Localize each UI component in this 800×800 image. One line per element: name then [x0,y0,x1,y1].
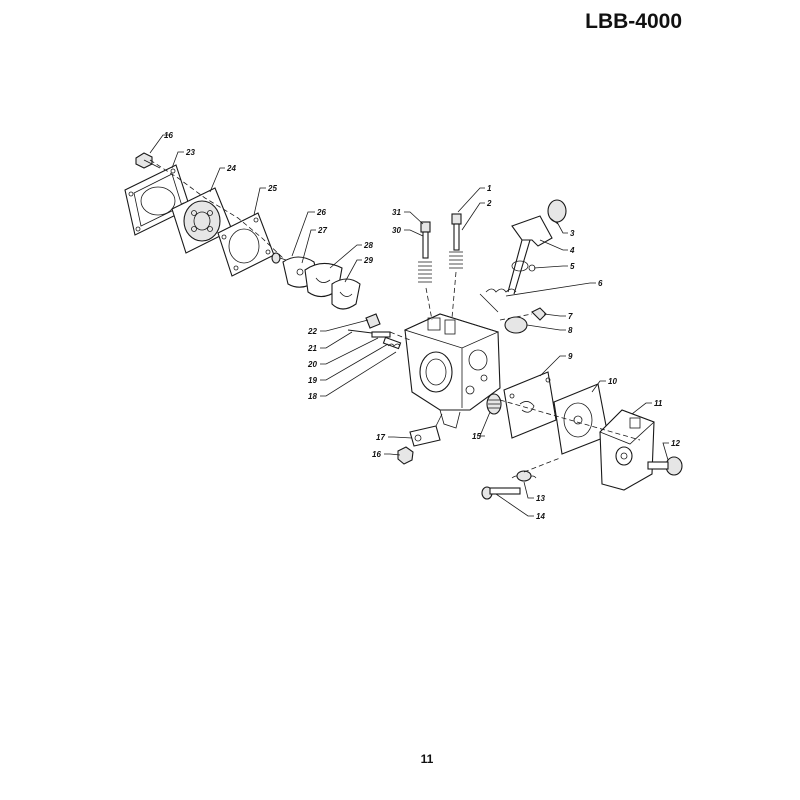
page-number: 11 [420,752,434,766]
part-13-adjust-spring [511,470,537,482]
part-11-metering-cover [599,409,655,491]
part-24-pump-diaphragm [171,187,233,254]
callout-labels: 16 23 24 25 26 27 28 29 31 30 1 2 3 4 5 … [164,131,680,521]
part-29-choke-shutter [331,278,361,310]
part-30-31-idle-screw [418,221,433,321]
part-16-bottom-screw [397,446,414,465]
part-17-bracket [409,413,443,447]
callout-30: 30 [392,226,401,235]
callout-25: 25 [267,184,277,193]
callout-15: 15 [472,432,481,441]
model-title: LBB-4000 [585,10,682,33]
callout-7: 7 [568,312,573,321]
part-10-metering-diaphragm [553,383,609,455]
part-18-22-needle-assembly [347,313,411,350]
callout-28: 28 [363,241,373,250]
callout-2: 2 [486,199,492,208]
callout-9: 9 [568,352,573,361]
callout-1: 1 [487,184,492,193]
callout-24: 24 [226,164,236,173]
callout-5: 5 [570,262,575,271]
callout-14: 14 [536,512,545,521]
callout-11: 11 [654,399,663,408]
part-6-spring [479,288,517,313]
leader-lines [149,134,669,517]
part-14-adjust-screw [481,486,521,500]
callout-10: 10 [608,377,617,386]
callout-20: 20 [307,360,317,369]
callout-12: 12 [671,439,680,448]
callout-4: 4 [569,246,575,255]
part-15-filter-screen [486,393,502,415]
callout-29: 29 [363,256,373,265]
callout-31: 31 [392,208,401,217]
callout-17: 17 [376,433,385,442]
callout-16-top: 16 [164,131,173,140]
part-8-washer [504,316,528,334]
callout-21: 21 [307,344,317,353]
part-3-4-5-throttle-lever [507,199,567,295]
callout-8: 8 [568,326,573,335]
callout-16-bottom: 16 [372,450,381,459]
callout-26: 26 [316,208,326,217]
part-16-top-screw [135,152,161,169]
callout-3: 3 [570,229,575,238]
callout-23: 23 [185,148,195,157]
part-12-screw [647,456,683,476]
part-1-2-mixture-screw [449,213,463,319]
callout-13: 13 [536,494,545,503]
callout-18: 18 [308,392,317,401]
callout-22: 22 [307,327,317,336]
callout-27: 27 [317,226,327,235]
callout-19: 19 [308,376,317,385]
callout-6: 6 [598,279,603,288]
carburetor-body [403,313,501,429]
part-9-metering-gasket [503,371,557,439]
